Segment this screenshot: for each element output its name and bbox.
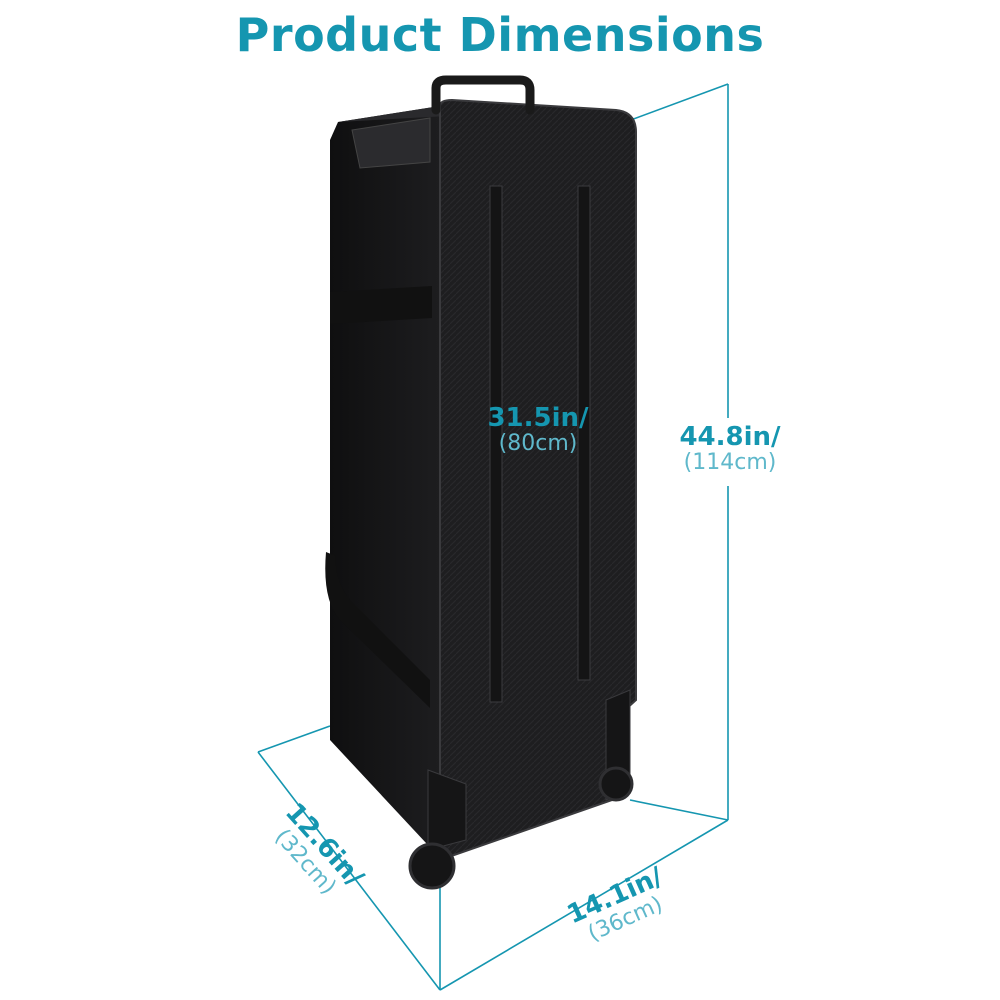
height-top-guide	[619, 83, 729, 125]
handle-icon	[431, 75, 535, 115]
side-handle-block	[351, 117, 431, 169]
corner-guard-left	[427, 769, 467, 851]
wheel-icon	[408, 842, 456, 890]
page-title: Product Dimensions	[235, 8, 765, 62]
width-line	[439, 819, 729, 991]
side-strap-upper	[330, 286, 432, 324]
rail-left	[489, 185, 503, 703]
height-sub: (114cm)	[683, 450, 777, 476]
wheel-icon-right	[598, 766, 634, 802]
depth-back-guide	[257, 725, 331, 753]
rail-right	[577, 185, 591, 681]
height-bottom-guide	[629, 799, 729, 821]
height-label: 44.8in/ (114cm)	[660, 422, 800, 476]
inner-length-main: 31.5in/	[487, 403, 589, 433]
inner-length-label: 31.5in/ (80cm)	[468, 403, 608, 457]
height-main: 44.8in/	[679, 422, 781, 452]
inner-length-sub: (80cm)	[498, 431, 578, 457]
case-side-panel	[330, 106, 440, 858]
side-strap-lower	[325, 552, 430, 708]
rolling-case-icon	[325, 75, 637, 890]
depth-line	[257, 751, 441, 991]
